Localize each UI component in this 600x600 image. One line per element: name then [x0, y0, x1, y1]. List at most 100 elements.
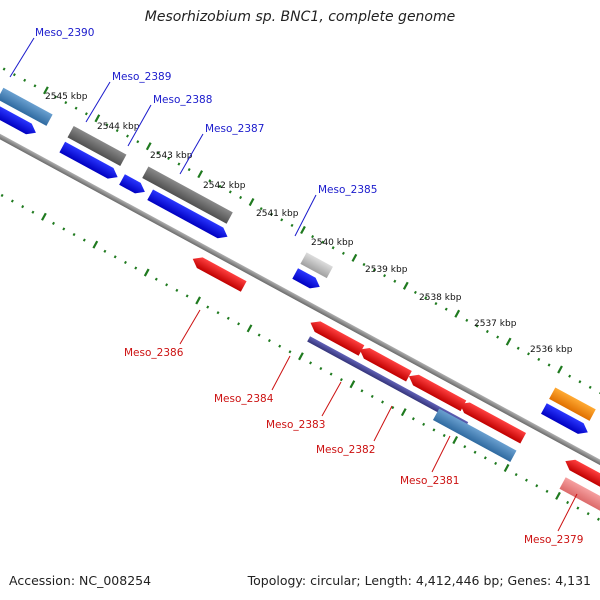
cds-meso-2388	[119, 174, 145, 194]
tick-minor	[360, 389, 364, 393]
tick-minor	[269, 212, 273, 216]
map-title: Mesorhizobium sp. BNC1, complete genome	[144, 9, 456, 25]
tick-minor	[331, 246, 335, 250]
tick-minor	[362, 262, 366, 267]
tick-major	[300, 225, 306, 234]
tick-minor	[475, 324, 479, 328]
cds-2536	[541, 403, 588, 434]
tick-major	[145, 142, 152, 151]
tick-minor	[424, 296, 428, 300]
tick-minor	[134, 266, 138, 270]
kbp-label: 2544 kbp	[97, 122, 140, 132]
kbp-label: 2538 kbp	[419, 293, 462, 303]
tick-major	[402, 281, 409, 290]
outer-tick-row	[2, 67, 600, 395]
tick-minor	[136, 140, 140, 144]
tick-minor	[84, 112, 88, 116]
gene-bar-2536-outer	[549, 387, 596, 421]
tick-minor	[62, 227, 66, 231]
tick-minor	[82, 238, 86, 242]
gene-label-forward: Meso_2389	[112, 71, 171, 83]
tick-minor	[259, 207, 263, 211]
tick-minor	[54, 95, 58, 99]
tick-minor	[105, 123, 109, 127]
kbp-label: 2537 kbp	[474, 319, 517, 329]
tick-minor	[21, 205, 25, 209]
gene-label-reverse: Meso_2384	[214, 393, 274, 405]
genome-summary-text: Topology: circular; Length: 4,412,446 bp…	[247, 573, 591, 588]
cds-meso-2385	[292, 268, 320, 289]
tick-minor	[167, 156, 171, 161]
leader-line	[294, 194, 317, 237]
tick-major	[349, 380, 356, 389]
gene-bar-meso-2385-outer	[300, 252, 333, 279]
tick-minor	[31, 210, 35, 214]
tick-minor	[496, 335, 500, 339]
tick-major	[298, 352, 304, 361]
cds-meso-2390	[0, 103, 36, 135]
leader-line	[373, 405, 393, 442]
tick-minor	[341, 251, 345, 255]
cds-meso-2381	[459, 402, 527, 444]
tick-minor	[290, 223, 294, 228]
leader-line	[127, 104, 152, 147]
tick-major	[143, 268, 150, 277]
tick-minor	[237, 322, 241, 326]
gene-labels: Meso_2390Meso_2389Meso_2388Meso_2387Meso…	[9, 27, 583, 546]
tick-major	[246, 324, 253, 333]
tick-minor	[413, 290, 417, 294]
gene-label-forward: Meso_2387	[205, 123, 264, 135]
tick-major	[94, 114, 101, 123]
tick-minor	[185, 294, 189, 298]
tick-minor	[434, 302, 438, 306]
tick-minor	[72, 232, 76, 237]
leader-line	[557, 493, 578, 532]
kbp-label: 2543 kbp	[150, 151, 193, 161]
tick-minor	[177, 162, 181, 166]
tick-minor	[226, 316, 230, 320]
gene-label-forward: Meso_2390	[35, 27, 94, 39]
tick-minor	[339, 378, 343, 382]
cds-meso-2389	[59, 141, 118, 179]
tick-minor	[329, 372, 333, 376]
tick-minor	[381, 400, 385, 404]
tick-minor	[465, 318, 469, 322]
tick-minor	[165, 283, 169, 287]
tick-minor	[473, 450, 477, 454]
tick-major	[557, 365, 563, 374]
cds-meso-2387	[147, 189, 228, 239]
tick-minor	[485, 329, 489, 334]
tick-major	[197, 170, 204, 179]
leader-line	[271, 355, 291, 391]
tick-major	[43, 86, 49, 95]
tick-minor	[596, 517, 600, 521]
tick-major	[400, 408, 407, 417]
kbp-label: 2536 kbp	[530, 345, 573, 355]
tick-minor	[103, 249, 107, 253]
tick-minor	[228, 190, 232, 194]
tick-minor	[383, 274, 387, 278]
gene-label-reverse: Meso_2382	[316, 444, 375, 456]
tick-minor	[280, 218, 284, 222]
tick-minor	[321, 240, 325, 244]
tick-minor	[444, 307, 448, 311]
tick-minor	[12, 73, 16, 77]
kbp-label: 2545 kbp	[45, 92, 88, 102]
leader-line	[9, 37, 35, 78]
gene-label-reverse: Meso_2383	[266, 419, 325, 431]
tick-minor	[115, 128, 119, 133]
tick-major	[454, 309, 461, 318]
leader-line	[179, 133, 204, 175]
tick-minor	[123, 260, 127, 265]
tick-minor	[154, 277, 158, 281]
gene-label-reverse: Meso_2386	[124, 347, 184, 359]
tick-major	[195, 296, 202, 305]
tick-minor	[442, 433, 446, 438]
cds-meso-2384	[310, 321, 365, 356]
cds-meso-2383	[359, 348, 412, 382]
gene-bar-meso-2379-inner	[559, 477, 600, 519]
tick-minor	[391, 406, 395, 410]
tick-minor	[156, 151, 160, 155]
accession-text: Accession: NC_008254	[9, 573, 152, 588]
